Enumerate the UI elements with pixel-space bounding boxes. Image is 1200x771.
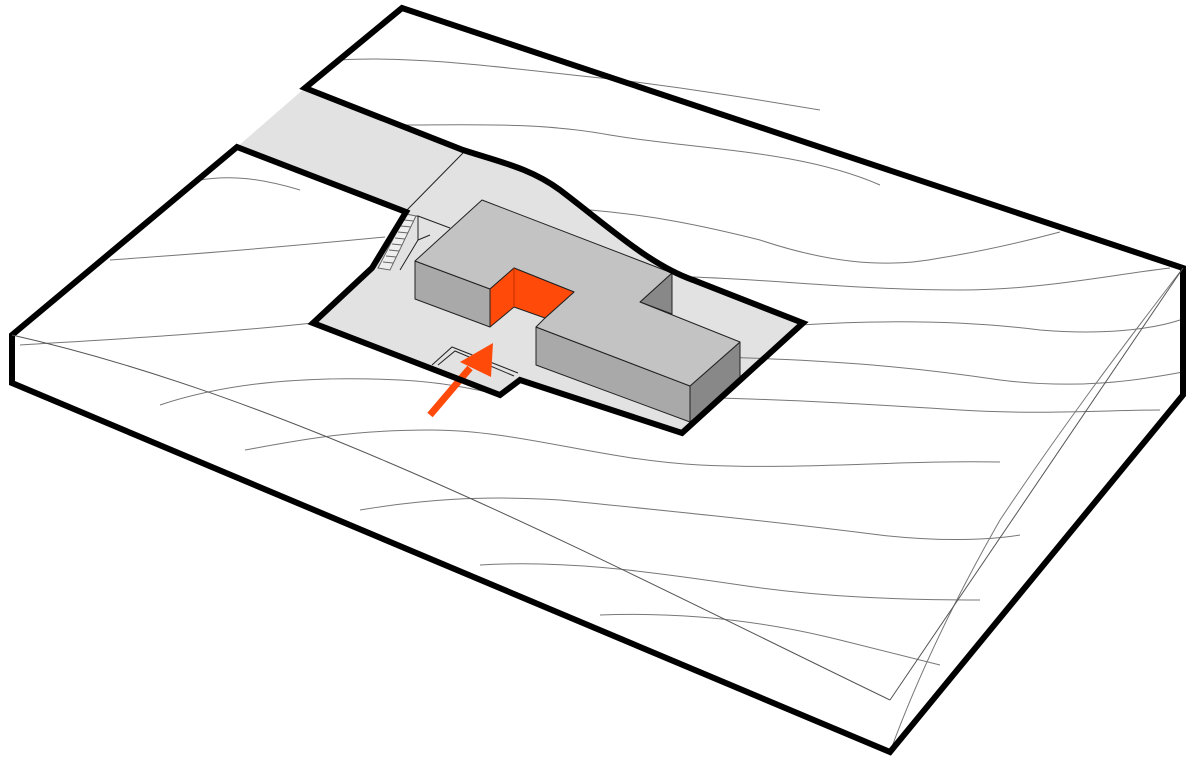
terrain-left-slab [12,8,1183,752]
terrain-edge-lines [11,267,1184,701]
contour-lines [19,58,1184,753]
building [414,199,741,423]
entry-arrow-icon [427,343,493,418]
building-roof [414,199,741,387]
stairs [377,213,417,271]
plaza-lines [399,152,519,377]
terrain-outlines [9,4,1186,756]
